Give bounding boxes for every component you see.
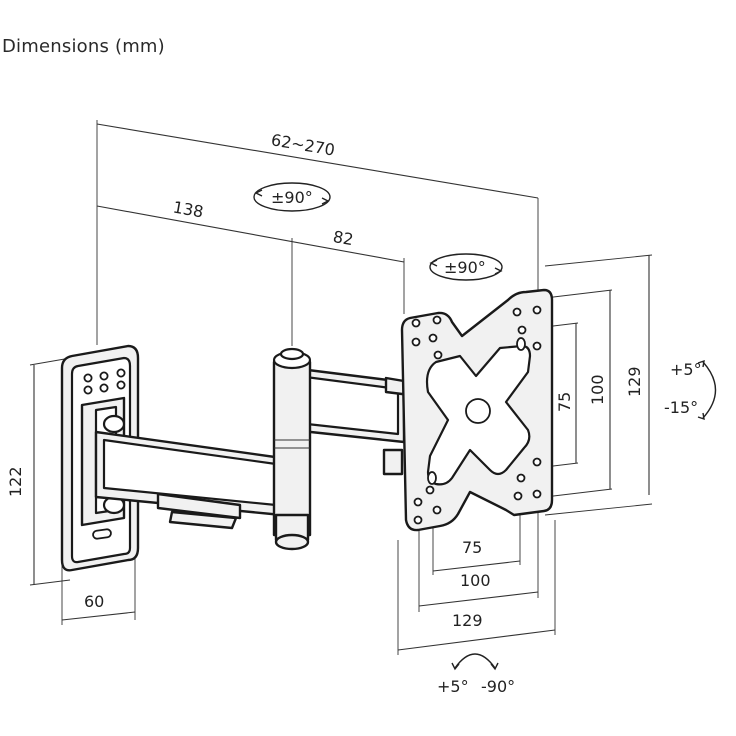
vesa-h-small-label: 75 bbox=[462, 538, 482, 557]
wall-plate-width-dimension: 60 bbox=[61, 550, 136, 625]
vesa-h-medium-label: 100 bbox=[460, 571, 491, 590]
rotation-ccw-label: -90° bbox=[481, 677, 515, 696]
wall-plate-height-label: 122 bbox=[6, 466, 25, 497]
rotation-indicator: +5° -90° bbox=[437, 653, 515, 696]
tilt-down-label: -15° bbox=[664, 398, 698, 417]
arm-segments-dimension: 138 82 bbox=[96, 197, 405, 346]
arm-span-dimension: 62~270 bbox=[96, 120, 539, 345]
vesa-v-small-label: 75 bbox=[555, 392, 574, 412]
wall-plate-width-label: 60 bbox=[84, 592, 104, 611]
vesa-v-large-label: 129 bbox=[625, 366, 644, 397]
tilt-indicator: +5° -15° bbox=[664, 359, 717, 421]
rotation-cw-label: +5° bbox=[437, 677, 469, 696]
vesa-h-large-label: 129 bbox=[452, 611, 483, 630]
vesa-horizontal-dimensions: 75 100 129 bbox=[397, 485, 556, 655]
arm-swivel-indicator: ±90° bbox=[253, 182, 331, 212]
wall-plate-height-dimension: 122 bbox=[6, 355, 83, 586]
arm-first-segment-label: 138 bbox=[172, 197, 205, 221]
vesa-plate bbox=[400, 288, 554, 532]
page-title: Dimensions (mm) bbox=[2, 36, 165, 57]
elbow-joint bbox=[272, 347, 312, 551]
tilt-up-label: +5° bbox=[670, 360, 702, 379]
head-swivel-indicator: ±90° bbox=[429, 253, 503, 281]
arm-second-segment-label: 82 bbox=[332, 227, 355, 249]
vesa-v-medium-label: 100 bbox=[588, 374, 607, 405]
arm-swivel-label: ±90° bbox=[271, 188, 313, 207]
head-swivel-label: ±90° bbox=[444, 258, 486, 277]
